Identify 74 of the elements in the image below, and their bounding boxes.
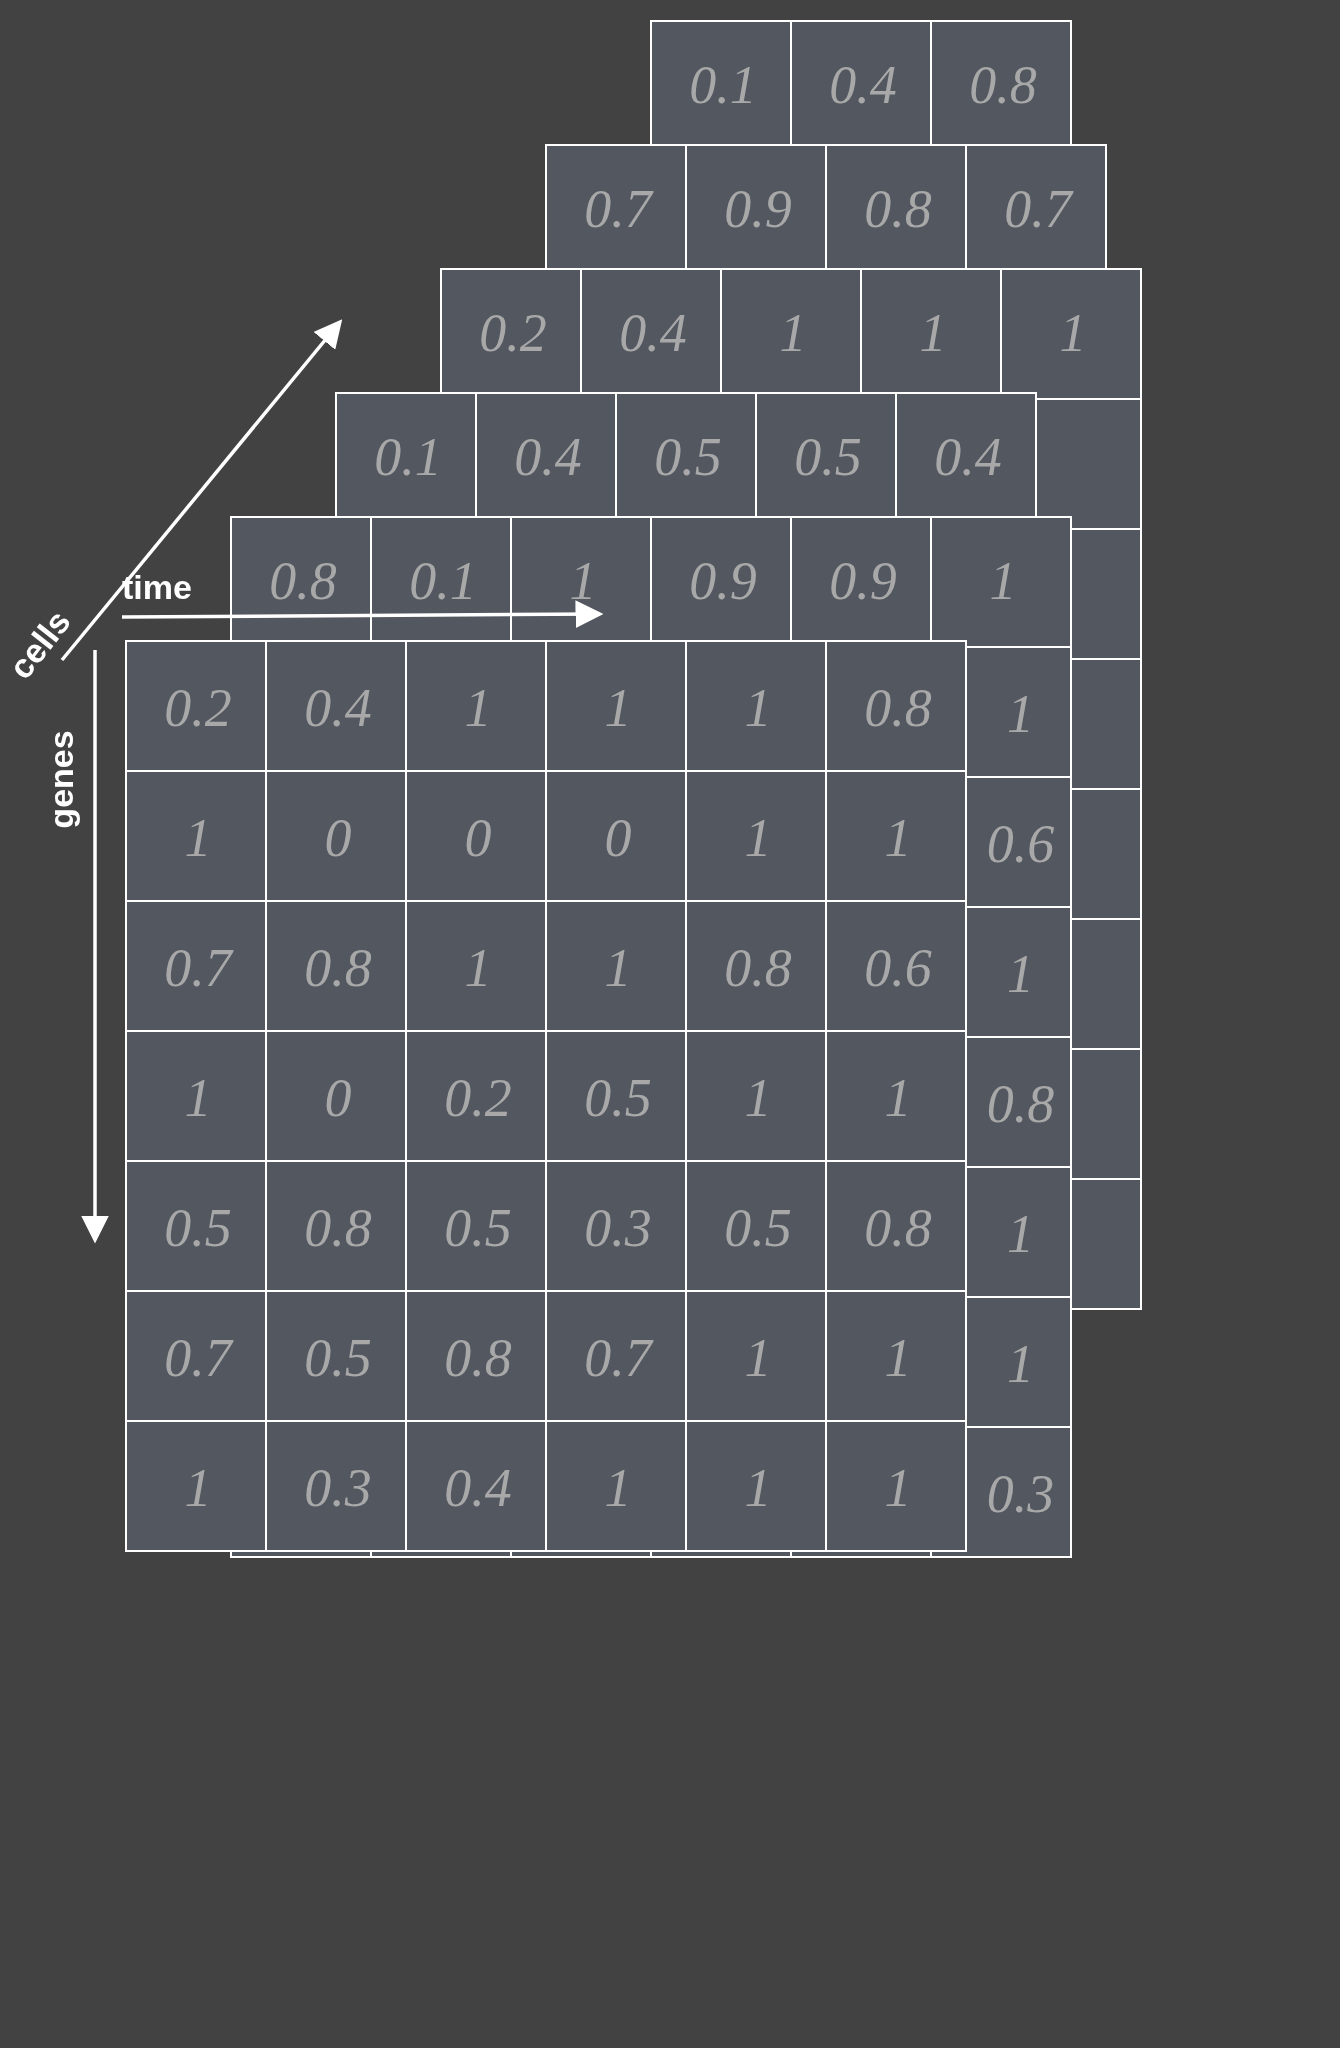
cell-value: 0.9 bbox=[723, 178, 793, 241]
cell-value: 0.8 bbox=[863, 178, 933, 241]
cell-value: 1 bbox=[1058, 302, 1088, 365]
cell-value: 0.7 bbox=[583, 178, 655, 241]
cell-value: 0 bbox=[323, 1067, 353, 1130]
cell-value: 0.4 bbox=[933, 426, 1003, 489]
cell-value: 1 bbox=[743, 1327, 773, 1390]
cell-value: 0.1 bbox=[373, 426, 443, 489]
cell-value: 0.1 bbox=[688, 54, 758, 117]
cell-value: 0.8 bbox=[268, 550, 338, 613]
cell-value: 0.2 bbox=[478, 302, 548, 365]
cell-value: 0.7 bbox=[163, 937, 235, 1000]
cell-value: 0.8 bbox=[723, 937, 793, 1000]
cell-value: 0 bbox=[463, 807, 493, 870]
cell-value: 0.5 bbox=[583, 1067, 653, 1130]
cell-value: 0.5 bbox=[303, 1327, 373, 1390]
cell-value: 0.4 bbox=[303, 677, 373, 740]
cell-value: 0.5 bbox=[653, 426, 723, 489]
cell-value: 0.8 bbox=[303, 1197, 373, 1260]
cell-value: 0.3 bbox=[303, 1457, 373, 1520]
cell-value: 0.3 bbox=[985, 1463, 1056, 1526]
cell-value: 1 bbox=[743, 1067, 773, 1130]
cell-value: 0.8 bbox=[863, 1197, 933, 1260]
cell-value: 1 bbox=[568, 550, 598, 613]
cell-value: 1 bbox=[463, 937, 493, 1000]
cell-value: 0.6 bbox=[863, 937, 933, 1000]
cell-value: 1 bbox=[1006, 1333, 1035, 1396]
axis-label: time bbox=[122, 568, 192, 607]
cell-value: 0.4 bbox=[443, 1457, 513, 1520]
cell-value: 1 bbox=[988, 550, 1018, 613]
cell-value: 1 bbox=[603, 1457, 633, 1520]
cell-value: 0.4 bbox=[618, 302, 688, 365]
cell-value: 1 bbox=[183, 1067, 213, 1130]
cell-value: 1 bbox=[1006, 683, 1035, 746]
cell-value: 1 bbox=[603, 937, 633, 1000]
cell-value: 0.8 bbox=[303, 937, 373, 1000]
cell-value: 1 bbox=[883, 1067, 913, 1130]
cell-value: 0.9 bbox=[828, 550, 898, 613]
cell-value: 1 bbox=[883, 807, 913, 870]
cell-value: 1 bbox=[778, 302, 808, 365]
cell-value: 0.7 bbox=[583, 1327, 655, 1390]
cell-value: 0.5 bbox=[723, 1197, 793, 1260]
cell-value: 0.4 bbox=[513, 426, 583, 489]
cell-value: 1 bbox=[1006, 1203, 1035, 1266]
cell-value: 1 bbox=[743, 677, 773, 740]
cell-value: 0.8 bbox=[443, 1327, 513, 1390]
cell-value: 0.4 bbox=[828, 54, 898, 117]
cell-value: 1 bbox=[883, 1327, 913, 1390]
cell-value: 0.8 bbox=[968, 54, 1038, 117]
cell-value: 0.8 bbox=[985, 1073, 1056, 1136]
cell-value: 0.2 bbox=[163, 677, 233, 740]
cell-value: 0.5 bbox=[443, 1197, 513, 1260]
cell-value: 0.1 bbox=[408, 550, 478, 613]
cell-value: 0.3 bbox=[583, 1197, 653, 1260]
cell-value: 1 bbox=[463, 677, 493, 740]
cell-value: 0.6 bbox=[985, 813, 1056, 876]
cell-value: 1 bbox=[743, 1457, 773, 1520]
cell-value: 0.9 bbox=[688, 550, 758, 613]
cell-value: 1 bbox=[883, 1457, 913, 1520]
cell-value: 0.7 bbox=[1003, 178, 1075, 241]
cell-value: 1 bbox=[603, 677, 633, 740]
cell-value: 1 bbox=[183, 807, 213, 870]
cell-value: 0.7 bbox=[163, 1327, 235, 1390]
cell-value: 1 bbox=[183, 1457, 213, 1520]
cell-value: 0.5 bbox=[163, 1197, 233, 1260]
cell-value: 1 bbox=[918, 302, 948, 365]
cell-value: 0.5 bbox=[793, 426, 863, 489]
cell-value: 0 bbox=[323, 807, 353, 870]
axis-label: genes bbox=[41, 730, 81, 829]
cell-value: 0 bbox=[603, 807, 633, 870]
cell-value: 0.2 bbox=[443, 1067, 513, 1130]
cell-value: 1 bbox=[743, 807, 773, 870]
cell-value: 0.8 bbox=[863, 677, 933, 740]
cell-value: 1 bbox=[1006, 943, 1035, 1006]
